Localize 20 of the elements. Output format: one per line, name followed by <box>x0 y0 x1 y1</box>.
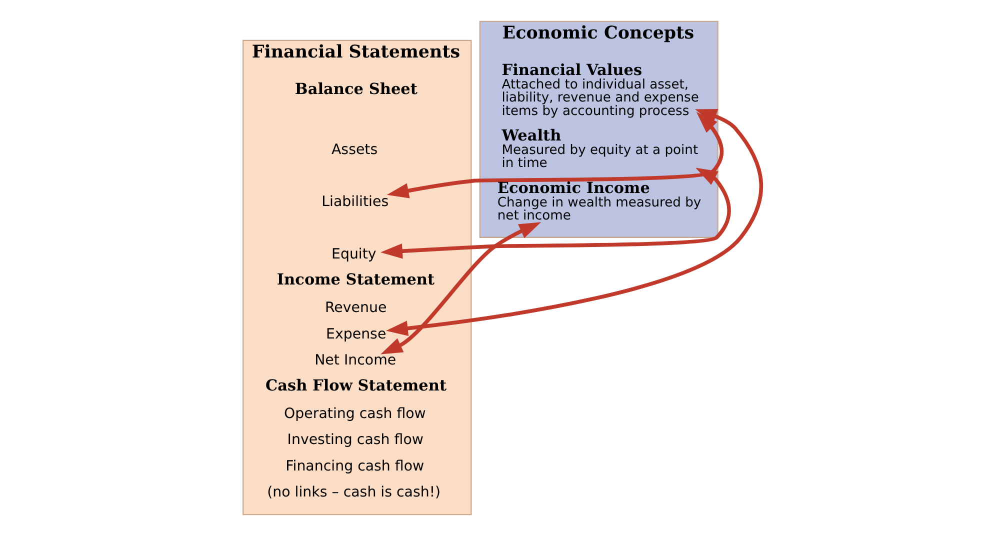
arrow <box>380 168 730 259</box>
node-text: Income Statement <box>276 270 434 289</box>
node-text: Revenue <box>324 300 386 316</box>
node-text: (no links – cash is cash!) <box>266 484 440 501</box>
node-text: Balance Sheet <box>294 80 417 98</box>
node-text: Cash Flow Statement <box>264 376 446 394</box>
node-text: Wealth Measured by equity at a point in time <box>501 126 698 172</box>
arrow <box>385 109 762 336</box>
node-text: Investing cash flow <box>286 432 423 448</box>
arrow <box>380 222 541 354</box>
node-text: Operating cash flow <box>284 406 426 422</box>
arrow <box>386 112 724 198</box>
node-text: Economic Income Change in wealth measured by net income <box>496 178 701 224</box>
node-text: Liabilities <box>321 194 388 210</box>
node-text: Financing cash flow <box>285 458 424 474</box>
node-text: Expense <box>326 326 386 342</box>
node-text: Assets <box>330 142 378 158</box>
node-text: Net Income <box>314 352 396 368</box>
node-text: Equity <box>330 246 376 263</box>
node-text: Financial Values Attached to individual asset, liability, revenue and expense items by accounting process <box>501 61 698 119</box>
